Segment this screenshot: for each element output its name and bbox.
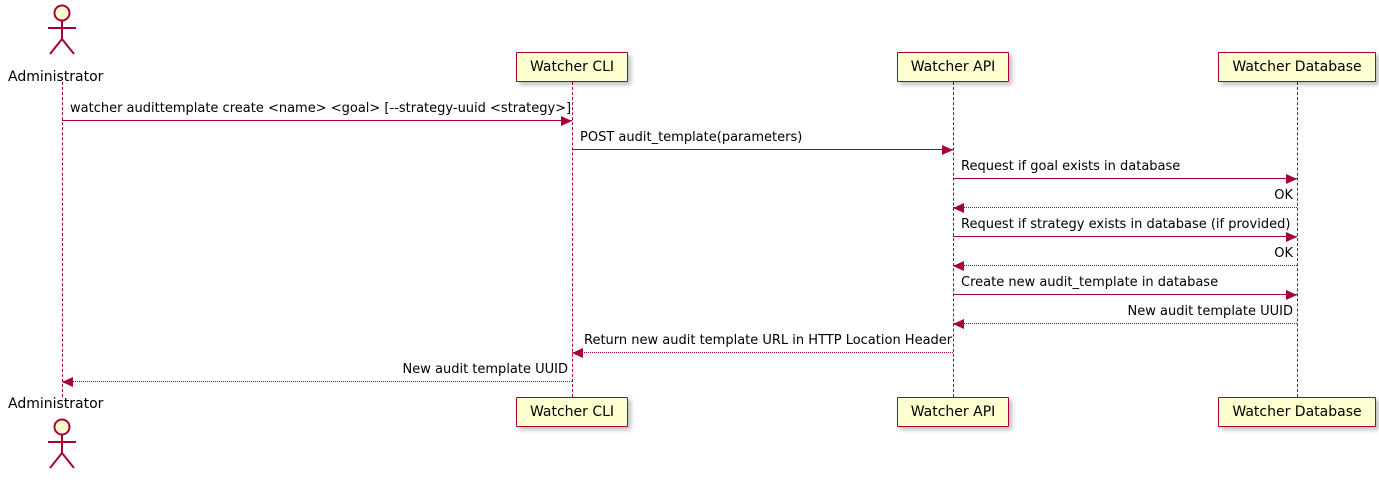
message-line-8 — [953, 323, 1297, 324]
lifeline-watcher-api — [953, 82, 954, 397]
arrow-head-5 — [1286, 232, 1297, 242]
message-line-6 — [953, 265, 1297, 266]
arrow-head-9 — [572, 348, 583, 358]
participant-box-watcher-cli[interactable]: Watcher CLI — [515, 52, 629, 82]
participant-label-administrator-bottom: Administrator — [8, 396, 104, 412]
lifeline-watcher-cli — [572, 82, 573, 397]
arrow-head-1 — [561, 116, 572, 126]
participant-box-watcher-cli-bottom[interactable]: Watcher CLI — [515, 397, 629, 427]
message-line-10 — [62, 381, 572, 382]
lifeline-watcher-database — [1297, 82, 1298, 397]
message-label-7: Create new audit_template in database — [961, 275, 1219, 290]
message-line-5 — [953, 236, 1297, 237]
participant-box-watcher-api[interactable]: Watcher API — [896, 52, 1010, 82]
message-line-2 — [572, 149, 953, 150]
participant-label-administrator: Administrator — [8, 69, 104, 85]
arrow-head-6 — [953, 261, 964, 271]
message-label-3: Request if goal exists in database — [961, 159, 1181, 174]
message-line-1 — [62, 120, 572, 121]
message-label-10: New audit template UUID — [402, 362, 568, 377]
arrow-head-4 — [953, 203, 964, 213]
message-line-4 — [953, 207, 1297, 208]
arrow-head-3 — [1286, 174, 1297, 184]
message-label-5: Request if strategy exists in database (… — [961, 217, 1291, 232]
message-line-3 — [953, 178, 1297, 179]
arrow-head-10 — [62, 377, 73, 387]
message-label-1: watcher audittemplate create <name> <goa… — [70, 101, 572, 116]
message-label-6: OK — [1274, 246, 1293, 261]
message-label-9: Return new audit template URL in HTTP Lo… — [584, 333, 953, 348]
message-line-9 — [572, 352, 953, 353]
participant-box-watcher-api-bottom[interactable]: Watcher API — [896, 397, 1010, 427]
participant-box-watcher-database[interactable]: Watcher Database — [1218, 52, 1376, 82]
lifeline-administrator — [62, 82, 63, 397]
message-label-8: New audit template UUID — [1127, 304, 1293, 319]
actor-figure-administrator — [38, 2, 86, 62]
message-label-2: POST audit_template(parameters) — [580, 130, 803, 145]
arrow-head-8 — [953, 319, 964, 329]
arrow-head-2 — [942, 145, 953, 155]
actor-figure-administrator-bottom — [38, 416, 86, 476]
arrow-head-7 — [1286, 290, 1297, 300]
message-label-4: OK — [1274, 188, 1293, 203]
message-line-7 — [953, 294, 1297, 295]
participant-box-watcher-database-bottom[interactable]: Watcher Database — [1218, 397, 1376, 427]
